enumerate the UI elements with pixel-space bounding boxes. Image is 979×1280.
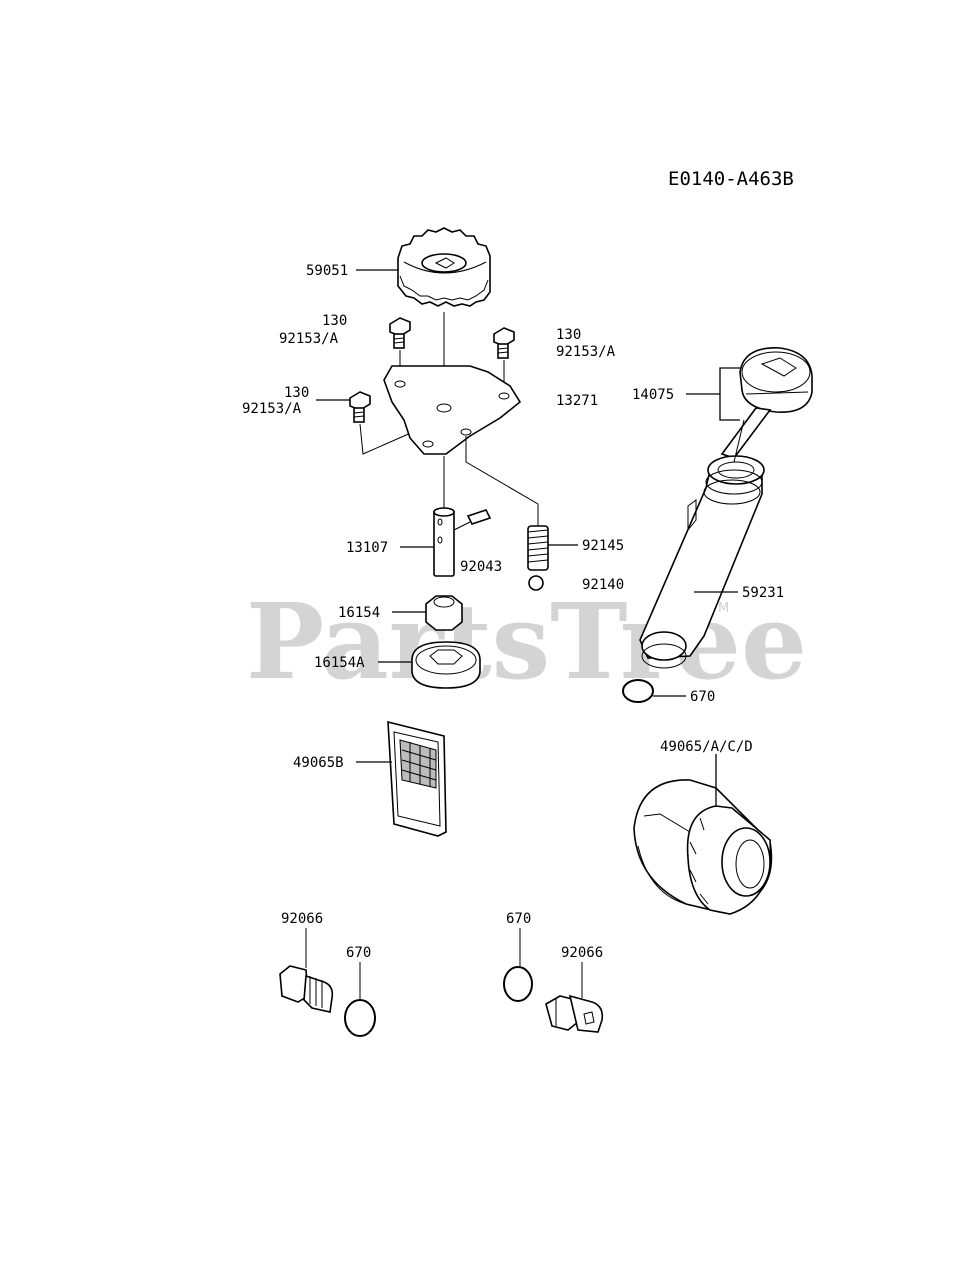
label-16154A: 16154A (314, 655, 365, 671)
watermark-text: PartsTree (246, 580, 807, 703)
oil-pump-gear[interactable] (397, 227, 491, 307)
label-49065B: 49065B (293, 755, 344, 771)
label-49065ACD: 49065/A/C/D (660, 739, 753, 755)
label-130-left-top: 130 (322, 313, 347, 329)
label-130-left-mid: 130 (284, 385, 309, 401)
o-ring-left[interactable] (344, 999, 376, 1037)
o-ring-right[interactable] (503, 966, 533, 1002)
label-14075: 14075 (632, 387, 674, 403)
pin[interactable] (466, 509, 492, 525)
label-92066-left: 92066 (281, 911, 323, 927)
tube-o-ring[interactable] (622, 679, 654, 703)
pump-cover-plate[interactable] (383, 365, 522, 455)
bolt-left-mid[interactable] (349, 391, 371, 423)
drain-plug-left[interactable] (279, 965, 334, 1013)
label-13271: 13271 (556, 393, 598, 409)
label-13107: 13107 (346, 540, 388, 556)
label-92153-left-mid: 92153/A (242, 401, 302, 417)
label-92043: 92043 (460, 559, 502, 575)
label-92153-left-top: 92153/A (279, 331, 339, 347)
label-670-left: 670 (346, 945, 371, 961)
label-59231: 59231 (742, 585, 784, 601)
label-670-right: 670 (506, 911, 531, 927)
label-59051: 59051 (306, 263, 348, 279)
label-130-right-top: 130 (556, 327, 581, 343)
bolt-left-top[interactable] (389, 317, 411, 349)
dipstick-cap[interactable] (720, 347, 813, 459)
oil-screen[interactable] (387, 720, 447, 837)
label-92145: 92145 (582, 538, 624, 554)
label-92153-right-top: 92153/A (556, 344, 616, 360)
inner-rotor[interactable] (425, 595, 463, 631)
label-92066-right: 92066 (561, 945, 603, 961)
pump-shaft[interactable] (433, 507, 455, 577)
label-92140: 92140 (582, 577, 624, 593)
bolt-right-top[interactable] (493, 327, 515, 359)
spring[interactable] (527, 525, 549, 571)
check-ball[interactable] (528, 575, 544, 591)
label-16154: 16154 (338, 605, 380, 621)
label-670-tube: 670 (690, 689, 715, 705)
diagram-code: E0140-A463B (668, 168, 794, 190)
oil-filler-tube[interactable] (639, 419, 765, 669)
outer-rotor[interactable] (411, 641, 481, 689)
oil-filter[interactable] (633, 779, 773, 915)
drain-plug-right[interactable] (545, 994, 604, 1033)
